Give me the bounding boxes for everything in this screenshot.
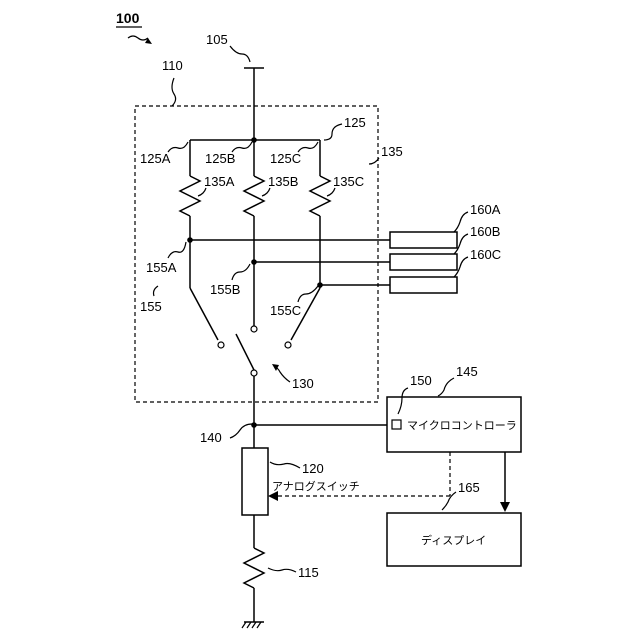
label-155C: 155C	[270, 303, 301, 318]
leader-155A	[168, 242, 186, 258]
leader-155B	[232, 264, 250, 280]
switch-contact-a	[218, 342, 224, 348]
label-160C: 160C	[470, 247, 501, 262]
output-block-160A	[390, 232, 457, 248]
leader-125	[324, 124, 342, 140]
label-135B: 135B	[268, 174, 298, 189]
label-100: 100	[116, 10, 140, 26]
output-block-160B	[390, 254, 457, 270]
output-block-160C	[390, 277, 457, 293]
label-160A: 160A	[470, 202, 501, 217]
resistor-135A	[180, 176, 200, 216]
label-165: 165	[458, 480, 480, 495]
mcu-to-display-arrowhead	[500, 502, 510, 512]
leader-135C	[327, 188, 335, 196]
leader-115	[268, 568, 296, 572]
label-110: 110	[162, 58, 183, 73]
leader-105	[230, 46, 250, 62]
label-150: 150	[410, 373, 432, 388]
switch-blade	[236, 334, 254, 370]
label-105: 105	[206, 32, 228, 47]
leader-135A	[198, 188, 206, 196]
leader-110	[172, 78, 176, 106]
microcontroller-label: マイクロコントローラ	[407, 419, 517, 432]
analog-switch-label: アナログスイッチ	[272, 479, 360, 493]
label-120: 120	[302, 461, 324, 476]
resistor-135B	[244, 176, 264, 216]
arrowhead-130	[272, 364, 279, 371]
label-135A: 135A	[204, 174, 235, 189]
leader-100	[128, 36, 148, 40]
analog-switch-block	[242, 448, 268, 515]
label-155: 155	[140, 299, 162, 314]
leader-140	[230, 424, 252, 438]
mcu-input-150	[392, 420, 401, 429]
label-155A: 155A	[146, 260, 177, 275]
label-125: 125	[344, 115, 366, 130]
leader-125A	[168, 142, 188, 152]
label-135C: 135C	[333, 174, 364, 189]
label-130: 130	[292, 376, 314, 391]
display-label: ディスプレイ	[421, 533, 486, 547]
label-155B: 155B	[210, 282, 240, 297]
label-145: 145	[456, 364, 478, 379]
leader-135B	[262, 188, 270, 196]
leader-120	[270, 462, 300, 468]
resistor-115	[244, 548, 264, 588]
switch-contact-b	[251, 326, 257, 332]
leader-165	[442, 492, 456, 510]
label-135: 135	[381, 144, 403, 159]
leader-155	[154, 286, 159, 296]
switch-common	[251, 370, 257, 376]
ground-symbol	[242, 622, 264, 628]
leader-155C	[298, 286, 318, 302]
label-115: 115	[298, 565, 319, 580]
label-125B: 125B	[205, 151, 235, 166]
switch-contact-c	[285, 342, 291, 348]
leader-160A	[454, 212, 468, 232]
label-125C: 125C	[270, 151, 301, 166]
label-125A: 125A	[140, 151, 171, 166]
leader-145	[438, 378, 454, 396]
label-160B: 160B	[470, 224, 500, 239]
label-140: 140	[200, 430, 222, 445]
